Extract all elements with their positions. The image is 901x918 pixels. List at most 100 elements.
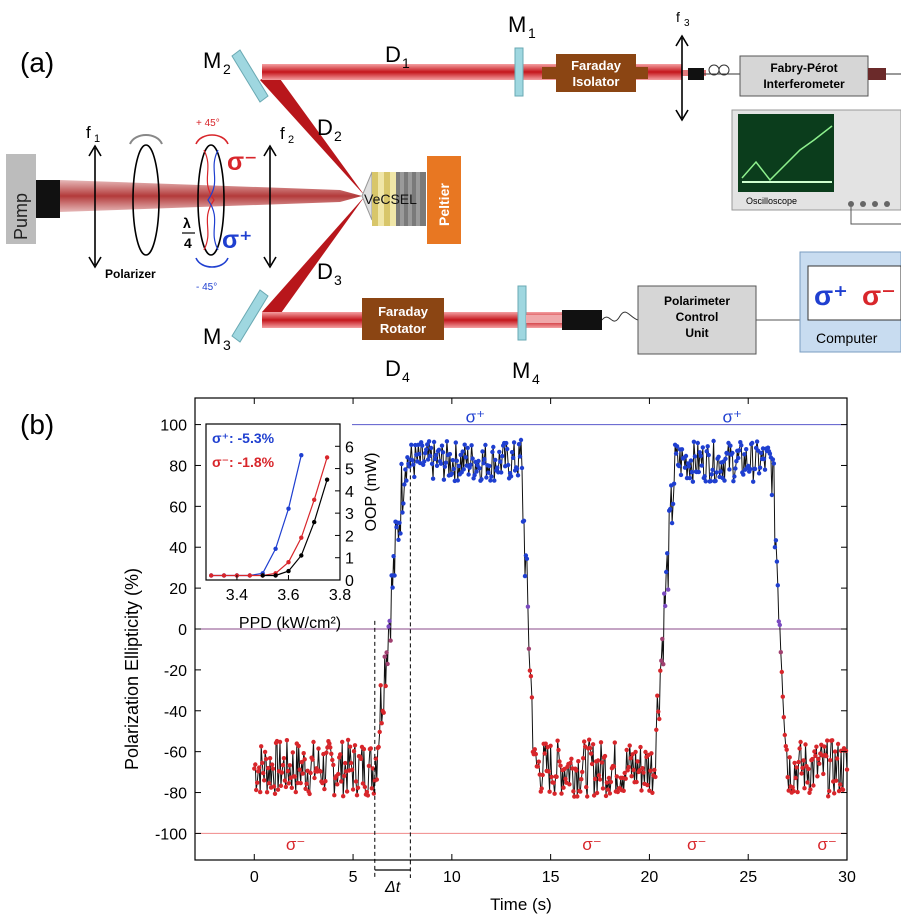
data-point <box>793 775 798 781</box>
data-point <box>653 774 658 780</box>
pump-connector <box>36 180 60 218</box>
plus45-rotation-arrow <box>195 134 229 145</box>
sigma-minus-level-label-3: σ⁻ <box>687 835 706 854</box>
inset-point <box>247 573 252 578</box>
data-point <box>708 478 713 484</box>
data-point <box>606 775 612 781</box>
svg-text:4: 4 <box>402 369 410 385</box>
data-point <box>301 751 306 756</box>
data-point <box>278 783 284 788</box>
data-point <box>781 715 786 720</box>
data-point <box>342 773 347 779</box>
data-point <box>260 760 265 766</box>
data-point <box>338 752 343 757</box>
data-point <box>555 738 560 743</box>
data-point <box>654 727 659 732</box>
inset-legend-sigma-plus: σ⁺: -5.3% <box>212 430 275 446</box>
data-point <box>312 775 317 781</box>
data-point <box>484 475 489 480</box>
data-point <box>710 467 715 472</box>
polarizer-label: Polarizer <box>105 267 156 281</box>
data-point <box>396 537 401 542</box>
data-point <box>797 746 802 751</box>
data-point <box>780 694 785 699</box>
data-point <box>311 739 316 745</box>
data-point <box>488 478 493 483</box>
data-point <box>590 742 596 747</box>
panel-b-label: (b) <box>20 409 54 440</box>
data-point <box>383 683 388 689</box>
data-point <box>824 754 829 759</box>
data-point <box>454 458 459 463</box>
data-point <box>659 658 664 663</box>
quarter-wave-plate <box>197 144 225 256</box>
data-point <box>805 780 810 785</box>
data-point <box>318 769 323 774</box>
beam-d2 <box>260 72 365 196</box>
data-point <box>627 743 632 748</box>
peltier-box <box>427 156 461 244</box>
data-point <box>826 794 831 799</box>
data-point <box>624 747 629 753</box>
data-point <box>364 789 370 795</box>
svg-text:Interferometer: Interferometer <box>763 77 845 91</box>
data-point <box>683 453 689 459</box>
data-point <box>382 654 387 659</box>
data-point <box>679 447 685 452</box>
data-point <box>827 788 832 794</box>
data-point <box>595 758 601 763</box>
vecsel-label: VeCSEL <box>364 191 417 207</box>
data-point <box>324 750 329 755</box>
inset-x-tick-label: 3.6 <box>277 587 299 604</box>
data-point <box>607 791 613 796</box>
data-point <box>394 525 399 530</box>
polarizer-element <box>132 144 160 256</box>
data-point <box>425 457 431 462</box>
data-point <box>761 456 767 462</box>
data-point <box>575 794 580 799</box>
data-point <box>354 793 360 798</box>
data-point <box>427 453 433 458</box>
data-point <box>670 501 676 507</box>
data-point <box>498 459 503 464</box>
data-point <box>656 709 661 714</box>
inset-point <box>221 573 227 578</box>
y-tick-label: -80 <box>164 786 187 803</box>
data-point <box>633 749 638 755</box>
data-point <box>668 506 673 512</box>
svg-text:3: 3 <box>684 18 690 29</box>
inset-point <box>299 453 304 458</box>
inset-y-axis-label: OOP (mW) <box>363 453 380 532</box>
inset-y-tick-label: 1 <box>345 551 354 568</box>
data-point <box>536 759 541 764</box>
svg-text:Control: Control <box>676 310 719 324</box>
data-point <box>734 459 739 464</box>
data-point <box>429 461 435 466</box>
data-point <box>533 751 538 757</box>
data-point <box>622 770 627 776</box>
data-point <box>490 449 495 455</box>
data-point <box>600 786 606 791</box>
data-point <box>361 746 367 752</box>
data-point <box>420 443 425 448</box>
svg-text:Unit: Unit <box>685 326 708 340</box>
data-point <box>542 751 547 756</box>
data-point <box>524 556 530 561</box>
beam-d3 <box>262 196 365 320</box>
data-point <box>706 452 711 458</box>
x-tick-label: 15 <box>542 869 560 886</box>
data-point <box>398 531 403 536</box>
data-point <box>657 716 662 722</box>
data-point <box>552 791 557 796</box>
data-point <box>421 462 426 467</box>
data-point <box>422 459 427 464</box>
data-point <box>635 759 640 764</box>
svg-text:Faraday: Faraday <box>378 304 429 319</box>
data-point <box>725 451 730 456</box>
data-point <box>546 769 551 774</box>
data-point <box>266 781 272 786</box>
inset-x-tick-label: 3.4 <box>226 587 248 604</box>
data-point <box>405 455 410 460</box>
data-point <box>547 789 552 794</box>
data-point <box>307 791 312 797</box>
